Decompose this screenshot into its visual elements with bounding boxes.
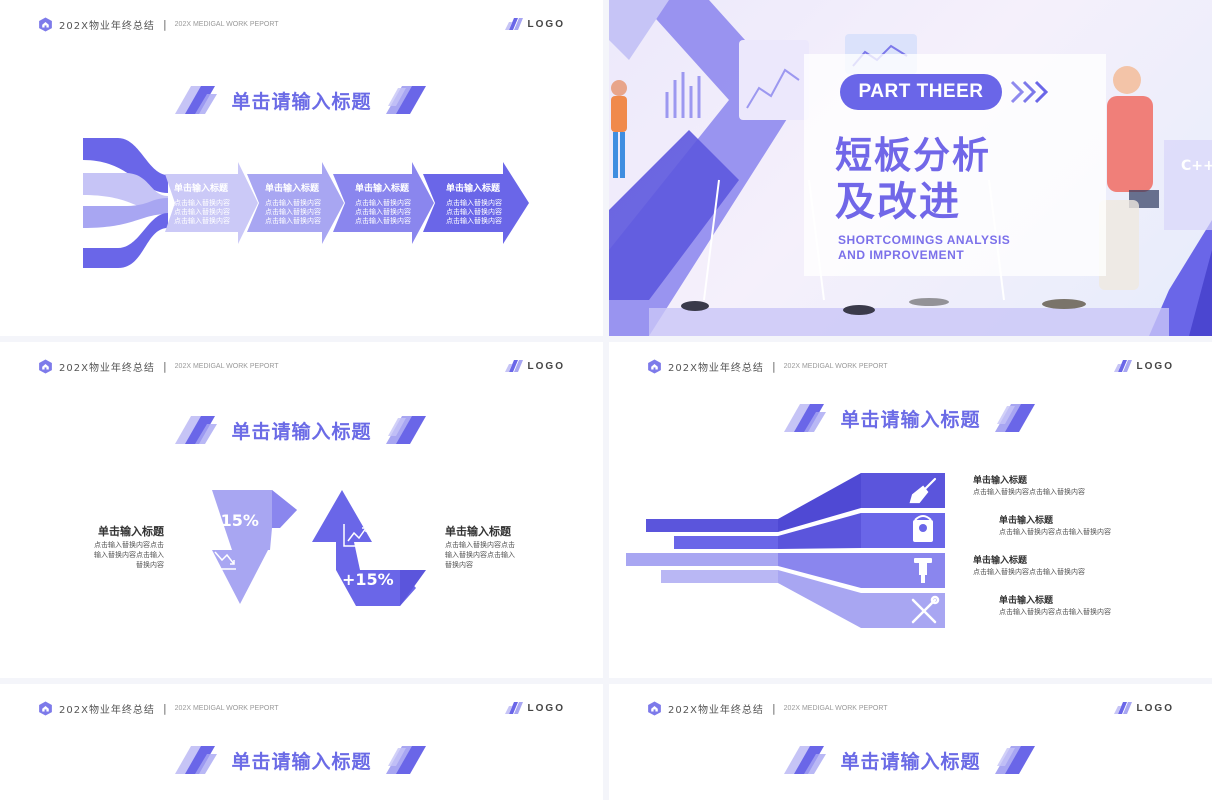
slide-6-partial[interactable]: 202X物业年终总结 | 202X MEDIGAL WORK PEPORT LO… (609, 684, 1212, 800)
slide-up-down-arrows[interactable]: 202X物业年终总结 | 202X MEDIGAL WORK PEPORT LO… (0, 342, 603, 678)
up-percent: +15% (342, 570, 394, 589)
slide-header: 202X物业年终总结 | 202X MEDIGAL WORK PEPORT (38, 14, 279, 34)
svg-text:点击输入替换内容: 点击输入替换内容 (355, 216, 411, 225)
cover-title-line2: 及改进 (835, 179, 961, 225)
section-title: 单击请输入标题 (0, 416, 603, 444)
process-diagram: 单击输入标题 单击输入标题 单击输入标题 单击输入标题 点击输入替换内容 点击输… (83, 138, 529, 268)
step3-title: 单击输入标题 (355, 182, 410, 194)
chevron-step-3 (333, 162, 434, 244)
cover-english-title: SHORTCOMINGS ANALYSIS AND IMPROVEMENT (838, 233, 1011, 262)
ribbon-1 (83, 138, 168, 193)
funnel-item-4: 单击输入标题 点击输入替换内容点击输入替换内容 (999, 596, 1111, 616)
header-separator: | (162, 17, 167, 31)
triple-chevron-icon (1010, 80, 1049, 104)
header-title: 202X物业年终总结 (59, 20, 155, 32)
slide-header: 202X物业年终总结 | 202X MEDIGAL WORK PEPORT (647, 698, 888, 718)
right-text-block: 单击输入标题 点击输入替换内容点击 输入替换内容点击输入 替换内容 (445, 525, 515, 569)
logo: LOGO (1114, 356, 1174, 376)
section-title: 单击请输入标题 (609, 404, 1212, 432)
chevron-step-4 (423, 162, 529, 244)
svg-text:点击输入替换内容: 点击输入替换内容 (174, 198, 230, 207)
slide-header: 202X物业年终总结 | 202X MEDIGAL WORK PEPORT (38, 698, 279, 718)
step2-title: 单击输入标题 (265, 182, 320, 194)
slide-5-partial[interactable]: 202X物业年终总结 | 202X MEDIGAL WORK PEPORT LO… (0, 684, 603, 800)
section-title: 单击请输入标题 (609, 746, 1212, 774)
cover-illustration: C++ (609, 0, 1212, 336)
svg-text:点击输入替换内容: 点击输入替换内容 (446, 198, 502, 207)
logo: LOGO (505, 356, 565, 376)
logo: LOGO (505, 14, 565, 34)
stripes-decoration-icon (386, 746, 428, 774)
svg-text:C++: C++ (1181, 158, 1212, 174)
slide-section-cover[interactable]: C++ PART THEER 短板分析 及改进 SHORTCOMINGS ANA… (609, 0, 1212, 336)
funnel-item-2: 单击输入标题 点击输入替换内容点击输入替换内容 (999, 516, 1111, 536)
arrows-diagram: -15% +15% (210, 490, 426, 606)
stripes-decoration-icon (995, 746, 1037, 774)
ribbon-3 (83, 198, 168, 228)
home-hexagon-icon (38, 701, 53, 716)
jackhammer-icon (914, 558, 932, 583)
slide-funnel-bars[interactable]: 202X物业年终总结 | 202X MEDIGAL WORK PEPORT LO… (609, 342, 1212, 678)
trend-down-icon (210, 547, 236, 570)
svg-text:点击输入替换内容: 点击输入替换内容 (355, 207, 411, 216)
svg-text:点击输入替换内容: 点击输入替换内容 (265, 198, 321, 207)
svg-text:点击输入替换内容: 点击输入替换内容 (265, 216, 321, 225)
section-title: 单击请输入标题 (0, 86, 603, 114)
header-subtitle: 202X MEDIGAL WORK PEPORT (174, 20, 279, 28)
paint-bucket-icon (913, 515, 933, 542)
funnel-diagram (626, 473, 945, 628)
logo-mark-icon (1114, 702, 1132, 714)
ribbon-4 (83, 213, 168, 268)
part-label-pill: PART THEER (840, 74, 1002, 110)
down-percent: -15% (214, 511, 259, 530)
logo-mark-icon (505, 702, 523, 714)
slide-header: 202X物业年终总结 | 202X MEDIGAL WORK PEPORT (647, 356, 888, 376)
slide-header: 202X物业年终总结 | 202X MEDIGAL WORK PEPORT (38, 356, 279, 376)
svg-text:点击输入替换内容: 点击输入替换内容 (355, 198, 411, 207)
cover-title-line1: 短板分析 (835, 134, 991, 177)
logo: LOGO (505, 698, 565, 718)
chevron-step-1 (165, 162, 258, 244)
chevron-step-2 (247, 162, 344, 244)
svg-text:点击输入替换内容: 点击输入替换内容 (174, 216, 230, 225)
wrench-screwdriver-icon (911, 595, 940, 624)
paint-brush-icon (909, 477, 937, 504)
svg-text:点击输入替换内容: 点击输入替换内容 (174, 207, 230, 216)
svg-text:点击输入替换内容: 点击输入替换内容 (446, 207, 502, 216)
trend-up-icon (343, 524, 368, 547)
step1-title: 单击输入标题 (174, 182, 229, 194)
funnel-item-3: 单击输入标题 点击输入替换内容点击输入替换内容 (973, 556, 1085, 576)
stripes-decoration-icon (175, 746, 217, 774)
left-text-block: 单击输入标题 点击输入替换内容点击 输入替换内容点击输入 替换内容 (94, 525, 164, 569)
svg-text:点击输入替换内容: 点击输入替换内容 (446, 216, 502, 225)
home-hexagon-icon (647, 701, 662, 716)
logo: LOGO (1114, 698, 1174, 718)
section-title: 单击请输入标题 (0, 746, 603, 774)
svg-text:点击输入替换内容: 点击输入替换内容 (265, 207, 321, 216)
stripes-decoration-icon (784, 746, 826, 774)
slide-process-arrows[interactable]: 202X物业年终总结 | 202X MEDIGAL WORK PEPORT LO… (0, 0, 603, 336)
funnel-item-1: 单击输入标题 点击输入替换内容点击输入替换内容 (973, 476, 1085, 496)
step4-title: 单击输入标题 (446, 182, 501, 194)
up-arrow (312, 490, 416, 606)
